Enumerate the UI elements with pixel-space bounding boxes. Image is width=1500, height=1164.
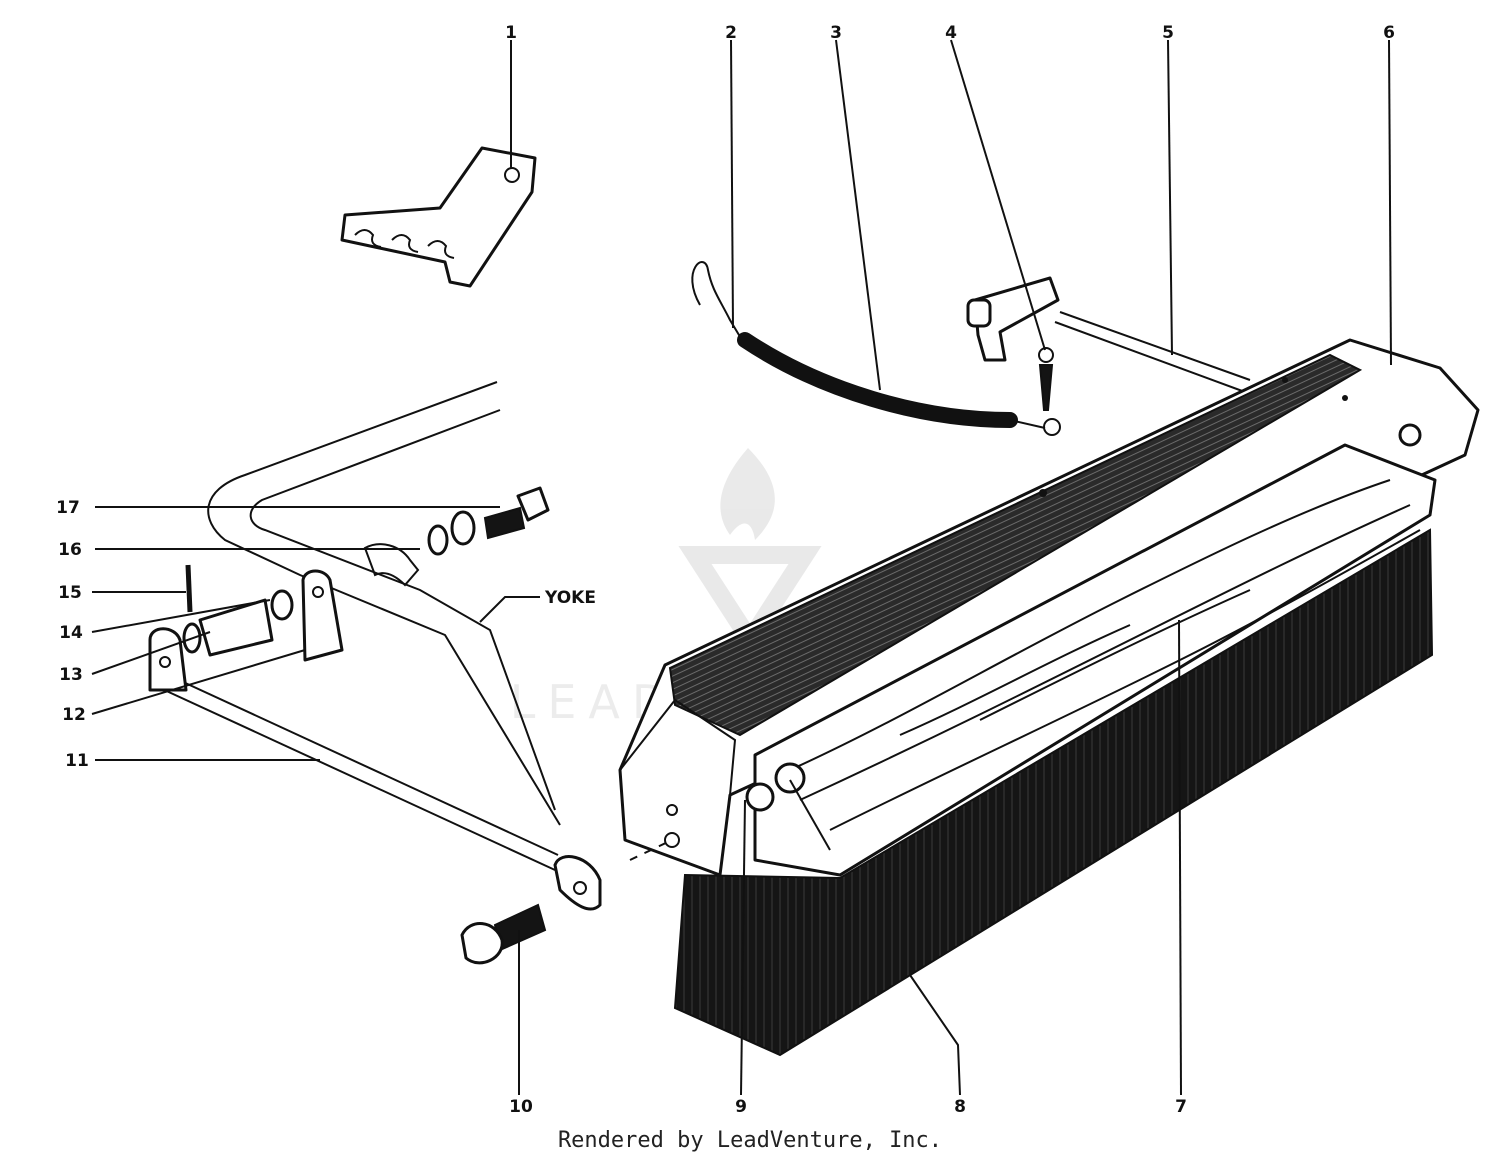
part-14-washer — [270, 589, 294, 621]
footer-credit: Rendered by LeadVenture, Inc. — [557, 1128, 943, 1153]
part-4-screw — [1038, 347, 1054, 411]
part-11-lower-bar — [148, 627, 602, 911]
callout-6: 6 — [1383, 23, 1395, 43]
callout-15: 15 — [58, 583, 82, 603]
callout-9: 9 — [735, 1097, 747, 1117]
callout-4: 4 — [945, 23, 957, 43]
part-3-spring — [737, 332, 1061, 436]
watermark-logo — [678, 448, 822, 657]
callout-7: 7 — [1175, 1097, 1187, 1117]
callout-5: 5 — [1162, 23, 1174, 43]
yoke-frame — [207, 381, 561, 826]
part-12-bracket — [301, 569, 344, 662]
callout-10: 10 — [509, 1097, 533, 1117]
callout-12: 12 — [62, 705, 86, 725]
callout-2: 2 — [725, 23, 737, 43]
part-7-wood-block — [745, 443, 1437, 877]
part-10-bolt — [460, 903, 547, 965]
callout-1: 1 — [505, 23, 517, 43]
callout-17: 17 — [56, 498, 80, 518]
callout-11: 11 — [65, 751, 89, 771]
part-5-pivot-rod — [966, 276, 1251, 393]
part-1-bracket — [340, 146, 537, 288]
callout-13: 13 — [59, 665, 83, 685]
leader-lines — [91, 39, 1392, 1096]
callout-3: 3 — [830, 23, 842, 43]
part-8-brush-bristles — [673, 528, 1434, 1057]
callout-8: 8 — [954, 1097, 966, 1117]
part-15-cotter-pin — [185, 564, 193, 613]
part-2-hook — [691, 261, 746, 346]
part-17-bolt — [483, 486, 550, 540]
callout-16: 16 — [58, 540, 82, 560]
callout-yoke: YOKE — [544, 588, 596, 608]
part-16-washers — [427, 510, 476, 556]
callout-14: 14 — [59, 623, 83, 643]
